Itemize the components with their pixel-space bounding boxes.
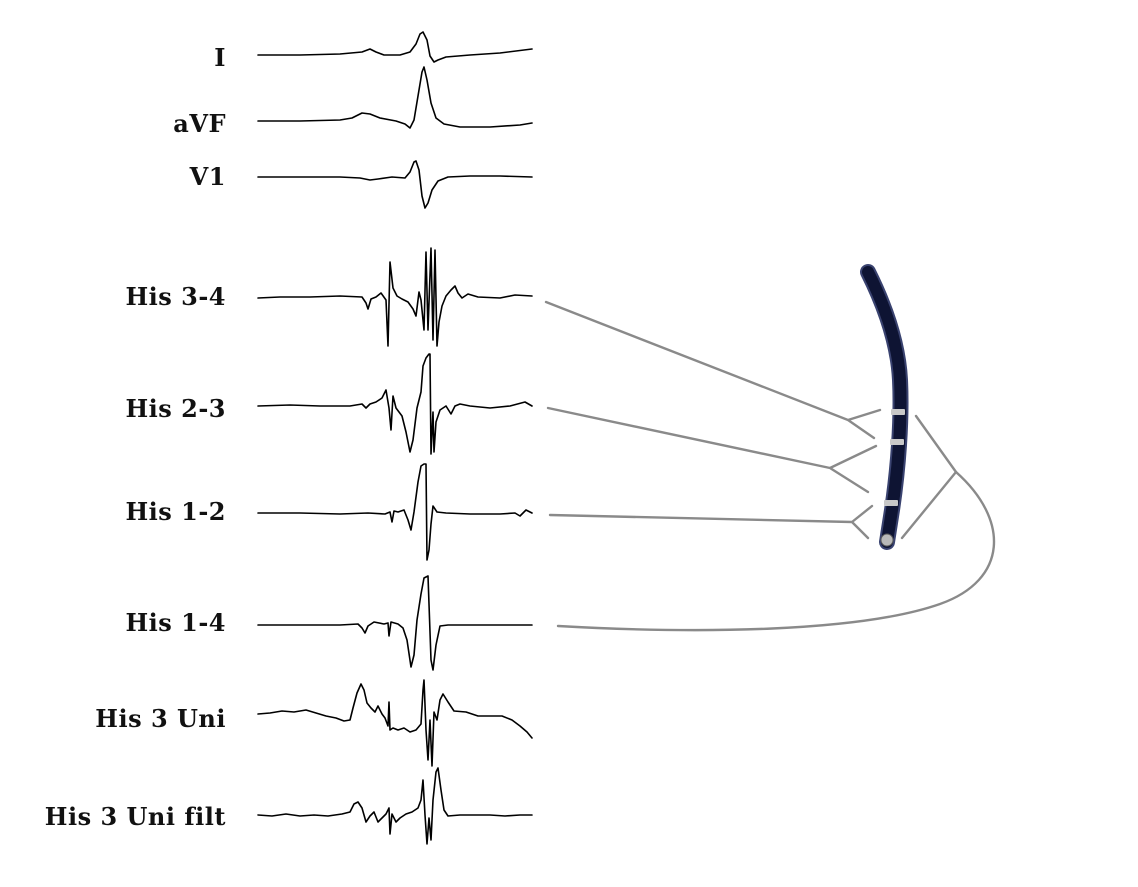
lead-label-his-3-uni: His 3 Uni	[95, 704, 226, 733]
connector-his-1-2	[548, 504, 874, 540]
electrode-3	[890, 439, 904, 445]
trace-his-3-4	[257, 247, 533, 347]
lead-label-his-1-2: His 1-2	[125, 497, 226, 526]
lead-label-his-3-4: His 3-4	[125, 282, 226, 311]
lead-label-i: I	[214, 43, 226, 72]
electrode-2	[884, 500, 898, 506]
lead-label-avf: aVF	[173, 109, 226, 138]
trace-his-3-uni	[257, 679, 533, 767]
connector-his-1-4-arc	[556, 470, 996, 632]
trace-avf	[257, 66, 533, 129]
trace-v1	[257, 160, 533, 209]
catheter-shaft	[862, 266, 907, 548]
trace-his-2-3	[257, 353, 533, 455]
connector-his-2-3	[546, 406, 878, 494]
signal-traces	[257, 31, 533, 845]
lead-label-his-1-4: His 1-4	[125, 608, 226, 637]
lead-labels: I aVF V1 His 3-4 His 2-3 His 1-2 His 1-4…	[45, 43, 226, 831]
trace-his-3-uni-filt	[257, 767, 533, 845]
connector-his-1-4-bracket	[900, 414, 958, 540]
connector-his-3-4	[544, 300, 882, 440]
trace-i	[257, 31, 533, 63]
lead-label-v1: V1	[189, 162, 226, 191]
his-catheter	[860, 264, 909, 550]
connectors	[544, 300, 996, 632]
trace-his-1-4	[257, 575, 533, 671]
lead-label-his-3-uni-filt: His 3 Uni filt	[45, 802, 226, 831]
trace-his-1-2	[257, 463, 533, 561]
electrode-1-tip	[880, 533, 894, 547]
electrode-4	[891, 409, 905, 415]
lead-label-his-2-3: His 2-3	[125, 394, 226, 423]
